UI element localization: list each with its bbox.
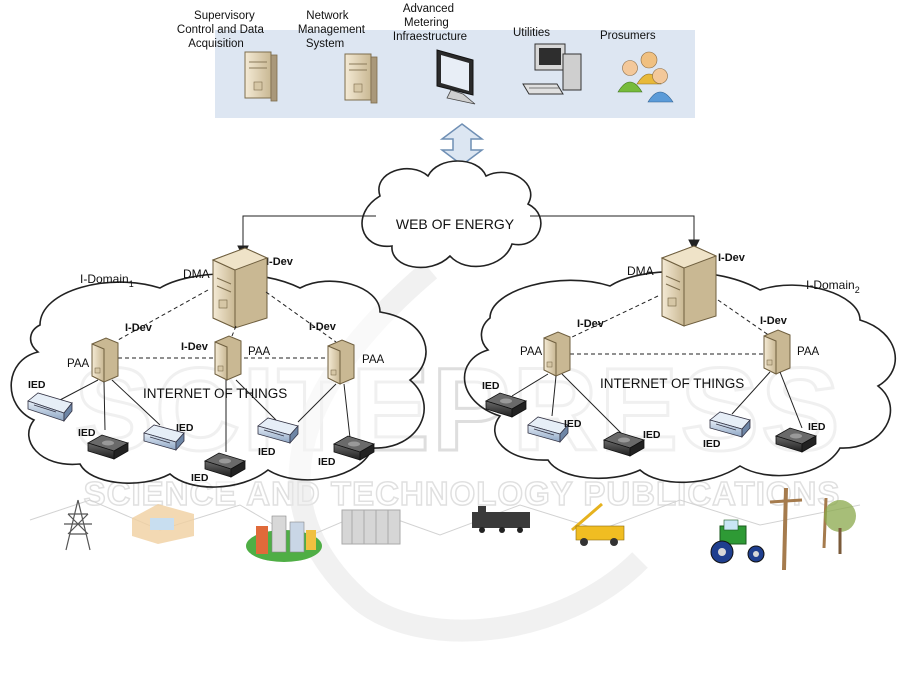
svg-text:IED: IED — [482, 380, 500, 392]
transmission-tower-icon — [64, 499, 92, 551]
domain-2-dma-idev-label: I-Dev — [718, 252, 746, 264]
ami-monitor-icon — [436, 49, 476, 105]
domain-2-dashed-links — [569, 295, 771, 355]
domain-2-ied-2: IED — [527, 416, 582, 444]
svg-text:IED: IED — [318, 456, 336, 468]
domain-1-ied-2: IED — [78, 427, 130, 460]
scada-server-icon — [244, 51, 278, 102]
ied-dark-device-icon — [774, 427, 818, 453]
svg-text:IED: IED — [643, 429, 661, 441]
factory-icon — [341, 509, 401, 545]
domain-1-paa3-label: PAA — [362, 354, 384, 366]
ied-light-device-icon — [27, 392, 73, 423]
nms-server-icon — [344, 53, 378, 104]
domain-1-ied-links — [59, 379, 351, 452]
svg-text:Prosumers: Prosumers — [600, 30, 656, 42]
city-icon — [246, 515, 322, 562]
web-connectors — [237, 215, 700, 258]
domain-1-iot-label: INTERNET OF THINGS — [143, 386, 287, 401]
domain-2: I-Domain2 DMA I-Dev I-Dev PAA I-Dev PAA — [463, 245, 896, 484]
top-panel: Supervisory Control and Data Acquisition… — [177, 3, 695, 118]
domain-2-paa2-idev: I-Dev — [760, 315, 788, 327]
ied-light-device-icon — [143, 424, 185, 452]
domain-1-ied-5: IED — [257, 417, 299, 458]
domain-2-ied-1: IED — [482, 380, 528, 418]
domain-1-dashed-links — [117, 289, 337, 359]
domain-1-paa1-idev: I-Dev — [125, 322, 153, 334]
domain-2-dma-server-icon — [660, 245, 718, 327]
domain-2-ied-4: IED — [703, 411, 751, 450]
utility-pole-icon — [769, 487, 856, 571]
nms-item: Network Management System — [298, 10, 378, 104]
domain-1: I-Domain1 DMA I-Dev I-Dev PAA — [10, 247, 427, 488]
svg-text:IED: IED — [703, 438, 721, 450]
train-icon — [472, 506, 530, 533]
svg-text:Supervisory Control an: Supervisory Control and Data Acquisition — [177, 10, 267, 50]
svg-text:IED: IED — [176, 422, 194, 434]
ied-light-device-icon — [527, 416, 569, 444]
domain-1-ied-1: IED — [27, 379, 73, 423]
domain-1-dma-idev-label: I-Dev — [266, 256, 294, 268]
ied-dark-device-icon — [332, 435, 376, 461]
domain-1-paa2-server-icon — [214, 335, 242, 381]
domain-2-paa2-server-icon — [763, 329, 791, 375]
domain-1-dma-label: DMA — [183, 267, 210, 281]
prosumers-item: Prosumers — [600, 30, 674, 103]
domain-2-ied-5: IED — [774, 421, 826, 453]
house-icon — [132, 504, 194, 544]
utilities-computer-icon — [522, 43, 582, 95]
ied-dark-device-icon — [484, 392, 528, 418]
domain-2-paa1-label: PAA — [520, 346, 542, 358]
crane-truck-icon — [571, 502, 625, 546]
scada-item: Supervisory Control and Data Acquisition — [177, 10, 278, 102]
prosumers-people-icon — [617, 51, 674, 103]
svg-text:IED: IED — [28, 379, 46, 391]
domain-1-paa1-server-icon — [91, 337, 119, 383]
ied-dark-device-icon — [602, 431, 646, 457]
domain-2-ied-links — [511, 371, 803, 437]
domain-2-paa2-label: PAA — [797, 346, 819, 358]
web-of-energy-cloud: WEB OF ENERGY — [361, 160, 542, 269]
domain-2-ied-3: IED — [602, 429, 661, 457]
svg-text:Utilities: Utilities — [513, 27, 550, 39]
domain-2-paa1-idev: I-Dev — [577, 318, 605, 330]
svg-text:IED: IED — [78, 427, 96, 439]
web-of-energy-label: WEB OF ENERGY — [396, 216, 515, 232]
domain-1-paa3-server-icon — [327, 339, 355, 385]
svg-text:IED: IED — [258, 446, 276, 458]
domain-1-name: I-Domain1 — [80, 272, 134, 289]
ied-light-device-icon — [709, 411, 751, 439]
domain-2-iot-label: INTERNET OF THINGS — [600, 376, 744, 391]
domain-1-ied-6: IED — [318, 435, 376, 468]
ied-light-device-icon — [257, 417, 299, 445]
svg-text:Network Management: Network Management System — [298, 10, 368, 50]
ami-item: Advanced Metering Infraestructure — [393, 3, 476, 105]
domain-2-name: I-Domain2 — [806, 278, 860, 295]
domain-2-paa1-server-icon — [543, 331, 571, 377]
domain-1-paa2-idev: I-Dev — [181, 341, 209, 353]
domain-1-dma-server-icon — [211, 247, 269, 329]
bidirectional-arrow-icon — [439, 123, 485, 166]
svg-text:Advanced Metering: Advanced Metering Infraestructure — [393, 3, 467, 43]
ied-dark-device-icon — [86, 434, 130, 460]
svg-text:IED: IED — [808, 421, 826, 433]
ied-dark-device-icon — [203, 452, 247, 478]
bottom-strip — [29, 487, 861, 571]
utilities-item: Utilities — [513, 27, 582, 95]
domain-1-paa1-label: PAA — [67, 358, 89, 370]
domain-1-paa3-idev: I-Dev — [309, 321, 337, 333]
domain-1-ied-4: IED — [191, 452, 247, 484]
domain-1-ied-3: IED — [143, 422, 194, 452]
domain-2-dma-label: DMA — [627, 264, 654, 278]
svg-text:IED: IED — [564, 418, 582, 430]
domain-1-paa2-label: PAA — [248, 346, 270, 358]
svg-text:IED: IED — [191, 472, 209, 484]
tractor-icon — [710, 519, 765, 564]
